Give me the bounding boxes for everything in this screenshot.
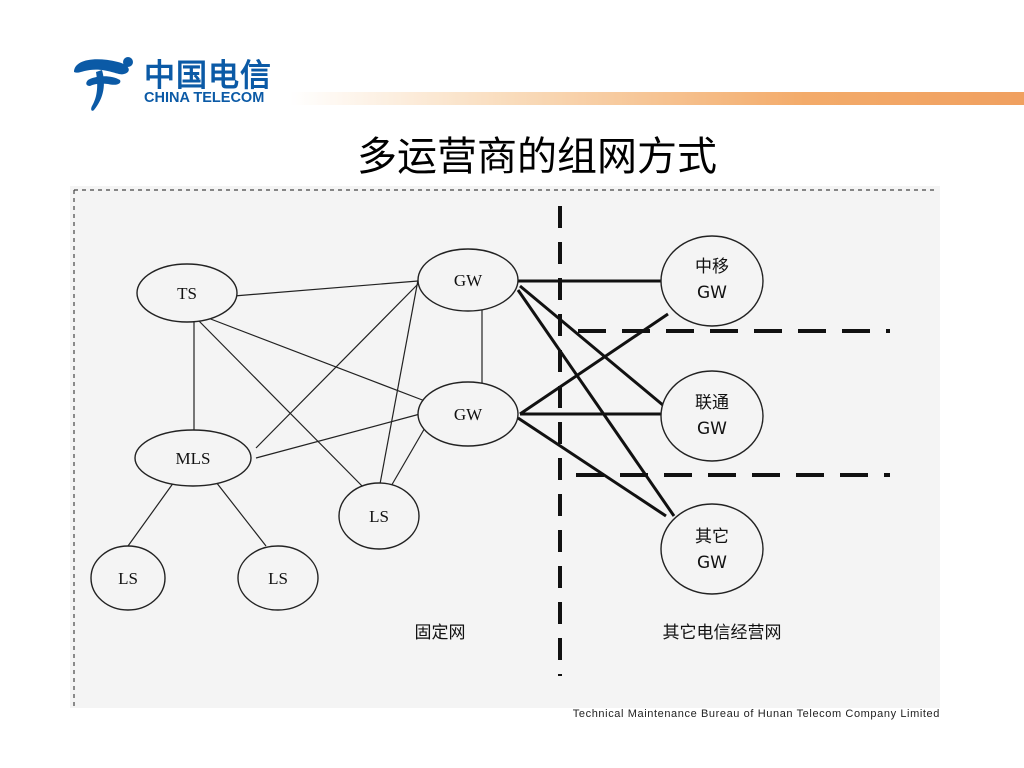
gw-mid-label: GW <box>454 405 483 424</box>
header-accent-bar <box>290 92 1024 105</box>
link-mls-ls-mid <box>215 481 267 547</box>
fixed-network-links <box>127 279 483 547</box>
other-gw-node <box>660 503 764 595</box>
logo-name-en: CHINA TELECOM <box>144 90 265 106</box>
cmcc-gw-node <box>660 235 764 327</box>
ls-bottom-left-label: LS <box>118 569 138 588</box>
link-mls-gw-mid <box>255 413 421 459</box>
operator-boundaries <box>558 206 890 676</box>
cmcc-gw-label-line2: GW <box>697 283 727 303</box>
link-ls-center-gw-mid <box>389 425 427 489</box>
slide-title: 多运营商的组网方式 <box>357 134 717 180</box>
inter-operator-links <box>516 279 676 518</box>
node-labels: TS MLS LS LS LS GW GW <box>118 271 483 588</box>
other-gw-label-line1: 其它 <box>695 527 729 547</box>
node-shapes <box>90 235 764 611</box>
unicom-gw-label-line1: 联通 <box>695 393 729 413</box>
ls-bottom-mid-label: LS <box>268 569 288 588</box>
operator-node-labels: 中移 GW 联通 GW 其它 GW <box>695 257 729 573</box>
other-operators-label: 其它电信经营网 <box>663 623 782 643</box>
link-ts-gw-mid <box>207 317 426 402</box>
unicom-gw-label-line2: GW <box>697 419 727 439</box>
cmcc-gw-label-line1: 中移 <box>695 257 729 277</box>
link-mls-ls-left <box>127 481 175 547</box>
other-gw-label-line2: GW <box>697 553 727 573</box>
mls-label: MLS <box>176 449 211 468</box>
link-ts-gw-top <box>233 280 419 297</box>
logo-name-cn: 中国电信 <box>144 58 272 94</box>
link-gw-mid-other <box>517 416 667 518</box>
mls-node <box>134 429 252 487</box>
ts-label: TS <box>177 284 197 303</box>
region-labels: 固定网 其它电信经营网 <box>415 623 782 643</box>
china-telecom-logo: 中国电信 CHINA TELECOM <box>68 50 278 112</box>
gw-mid-node <box>417 381 519 447</box>
link-ls-center-gw-top <box>379 279 419 485</box>
link-ts-ls-center <box>197 319 369 493</box>
link-gw-top-unicom <box>519 284 665 408</box>
footer-company: Technical Maintenance Bureau of Hunan Te… <box>572 708 940 720</box>
ls-bottom-left-node <box>90 545 166 611</box>
gw-top-label: GW <box>454 271 483 290</box>
unicom-gw-node <box>660 370 764 462</box>
ts-node <box>136 263 238 323</box>
link-mls-gw-top <box>255 281 421 449</box>
ls-center-label: LS <box>369 507 389 526</box>
network-diagram: TS MLS LS LS LS GW GW 中移 GW 联通 GW 其它 GW … <box>70 186 940 708</box>
ls-bottom-mid-node <box>237 545 319 611</box>
gw-top-node <box>417 248 519 312</box>
fixed-network-label: 固定网 <box>415 623 466 643</box>
china-telecom-emblem-icon <box>74 57 133 111</box>
ls-center-node <box>338 482 420 550</box>
link-gw-top-other <box>516 289 676 517</box>
